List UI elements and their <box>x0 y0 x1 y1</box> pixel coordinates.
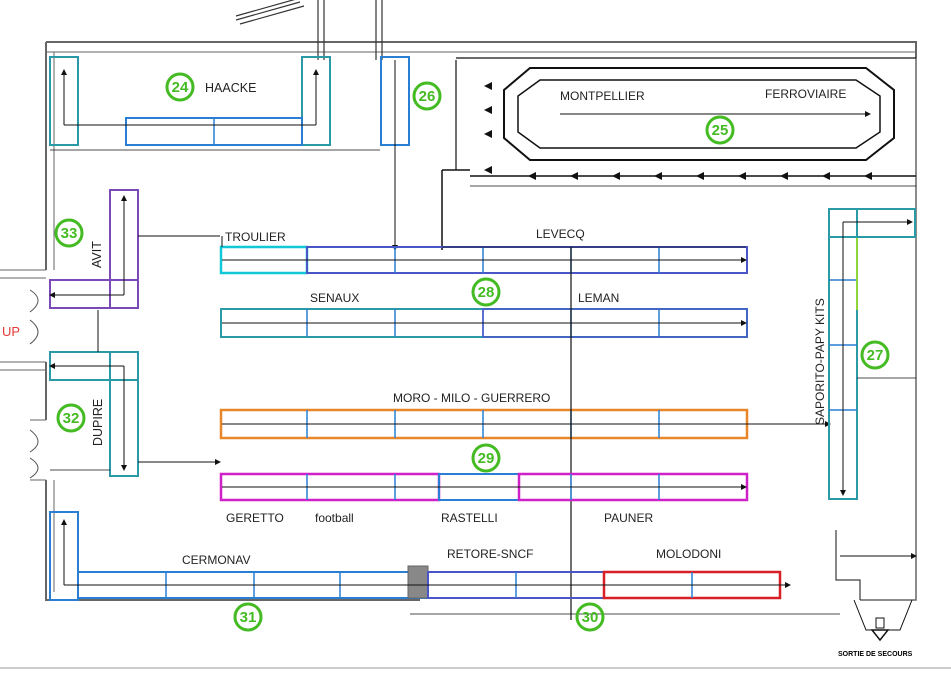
building-walls <box>0 41 951 669</box>
row-cermonav-retore-molodoni: CERMONAV RETORE-SNCF MOLODONI 31 30 <box>49 511 840 632</box>
label-levecq: LEVECQ <box>536 227 585 241</box>
row-troulier-levecq: TROULIER LEVECQ <box>219 227 748 275</box>
zone-32-dupire: 32 DUPIRE <box>49 310 221 477</box>
zone-25-track: MONTPELLIER FERROVIAIRE 25 <box>441 57 916 250</box>
label-dupire: DUPIRE <box>91 399 105 446</box>
label-geretto: GERETTO <box>226 511 284 525</box>
zone-24-haacke: 24 HAACKE <box>49 56 380 151</box>
zone-number-32: 32 <box>63 410 80 427</box>
label-ferroviaire: FERROVIAIRE <box>765 87 846 101</box>
entrance-marks <box>235 0 383 60</box>
label-haacke: HAACKE <box>205 81 256 95</box>
label-avit: AVIT <box>90 241 104 268</box>
label-exit: SORTIE DE SECOURS <box>838 651 913 658</box>
row-senaux-leman: SENAUX LEMAN 28 <box>220 277 748 338</box>
label-leman: LEMAN <box>578 291 619 305</box>
door-arcs <box>29 289 39 479</box>
row-geretto-rastelli-pauner: 29 GERETTO football RASTELLI PAUNER <box>219 443 749 525</box>
label-retore: RETORE-SNCF <box>447 547 533 561</box>
label-rastelli: RASTELLI <box>441 511 498 525</box>
zone-number-28: 28 <box>478 284 495 301</box>
label-saporito: SAPORITO-PAPY KITS <box>813 298 827 425</box>
zone-27-saporito: 27 SAPORITO-PAPY KITS <box>813 208 916 500</box>
emergency-exit <box>835 530 917 642</box>
label-moro: MORO - MILO - GUERRERO <box>393 391 550 405</box>
label-senaux: SENAUX <box>310 291 359 305</box>
zone-number-30: 30 <box>582 609 599 626</box>
zone-number-27: 27 <box>867 347 884 364</box>
label-football: football <box>315 511 354 525</box>
zone-26: 26 <box>380 56 442 251</box>
label-pauner: PAUNER <box>604 511 653 525</box>
label-troulier: TROULIER <box>225 230 286 244</box>
zone-number-31: 31 <box>240 609 257 626</box>
label-montpellier: MONTPELLIER <box>560 89 645 103</box>
zone-number-25: 25 <box>712 122 729 139</box>
label-cermonav: CERMONAV <box>182 553 250 567</box>
zone-number-29: 29 <box>478 450 495 467</box>
zone-number-33: 33 <box>61 225 78 242</box>
row-moro-milo-guerrero: MORO - MILO - GUERRERO <box>219 391 831 440</box>
zone-number-24: 24 <box>172 79 189 96</box>
zone-33-avit: 33 AVIT <box>49 189 220 309</box>
zone-number-26: 26 <box>419 88 436 105</box>
label-molodoni: MOLODONI <box>656 547 721 561</box>
label-up: UP <box>2 324 20 339</box>
